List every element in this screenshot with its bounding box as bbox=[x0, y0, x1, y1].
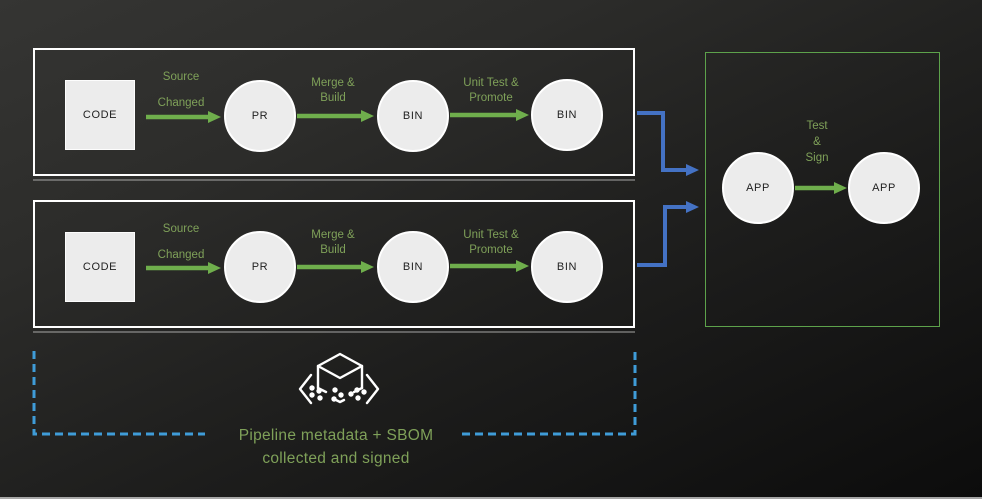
edge-label-promote-top: Promote bbox=[469, 92, 513, 104]
edge-label-build-bottom: Build bbox=[320, 244, 346, 256]
app-node-1: APP bbox=[722, 152, 794, 224]
bin-node-top-1: BIN bbox=[377, 80, 449, 152]
metadata-bracket-dashed bbox=[32, 351, 637, 436]
edge-label-amp: & bbox=[813, 136, 821, 148]
connector-top-pipeline-to-app bbox=[637, 111, 699, 176]
connector-bottom-pipeline-to-app bbox=[637, 201, 699, 267]
edge-label-changed-top: Changed bbox=[157, 97, 205, 109]
bin-node-bottom-2: BIN bbox=[531, 231, 603, 303]
edge-label-changed-bottom: Changed bbox=[157, 249, 205, 261]
edge-label-source-bottom: Source bbox=[162, 223, 200, 235]
pr-node-bottom: PR bbox=[224, 231, 296, 303]
code-node-bottom: CODE bbox=[65, 232, 135, 302]
bin-node-bottom-1: BIN bbox=[377, 231, 449, 303]
sbom-cube-icon bbox=[298, 352, 380, 405]
bin-node-top-2: BIN bbox=[531, 79, 603, 151]
test-sign-box bbox=[705, 52, 940, 327]
app-node-2: APP bbox=[848, 152, 920, 224]
edge-label-unittest-top: Unit Test & bbox=[463, 77, 519, 89]
pr-node-top: PR bbox=[224, 80, 296, 152]
pipeline-box-top bbox=[33, 48, 635, 181]
footer-caption-line1: Pipeline metadata + SBOM bbox=[238, 427, 434, 444]
edge-label-test: Test bbox=[806, 120, 828, 132]
edge-label-sign: Sign bbox=[805, 152, 829, 164]
edge-label-unittest-bottom: Unit Test & bbox=[463, 229, 519, 241]
edge-label-promote-bottom: Promote bbox=[469, 244, 513, 256]
edge-label-merge-top: Merge & bbox=[311, 77, 355, 89]
pipeline-box-bottom bbox=[33, 200, 635, 333]
edge-label-build-top: Build bbox=[320, 92, 346, 104]
edge-label-merge-bottom: Merge & bbox=[311, 229, 355, 241]
code-node-top: CODE bbox=[65, 80, 135, 150]
edge-label-source-top: Source bbox=[162, 71, 200, 83]
footer-caption-line2: collected and signed bbox=[262, 450, 410, 467]
